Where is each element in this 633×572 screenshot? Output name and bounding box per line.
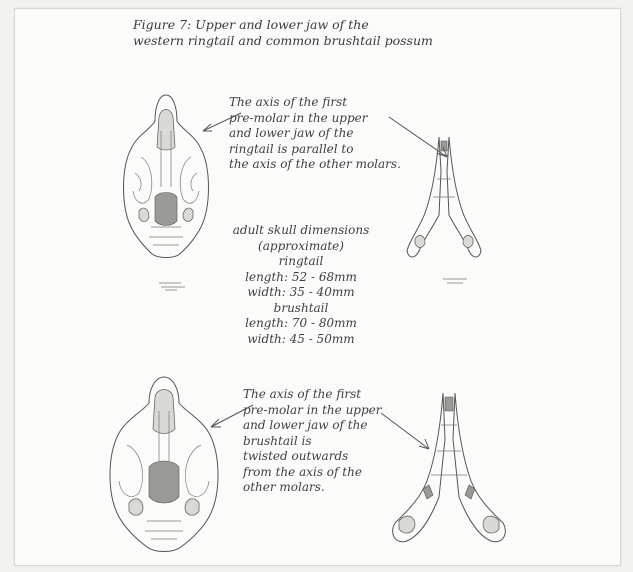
ringtail-note-line-1: The axis of the first: [229, 95, 401, 111]
dimensions-heading: adult skull dimensions: [211, 223, 391, 239]
brushtail-note-line-4: brushtail is: [243, 434, 382, 450]
brushtail-jaw-arrow: [377, 409, 437, 457]
figure-title-line-2: western ringtail and common brushtail po…: [133, 33, 533, 49]
skull-dimensions-block: adult skull dimensions (approximate) rin…: [211, 223, 391, 347]
brushtail-premolar-note: The axis of the first pre-molar in the u…: [243, 387, 382, 496]
ringtail-note-line-4: ringtail is parallel to: [229, 142, 401, 158]
dimensions-brushtail-label: brushtail: [211, 301, 391, 317]
ringtail-premolar-note: The axis of the first pre-molar in the u…: [229, 95, 401, 173]
document-page: Figure 7: Upper and lower jaw of the wes…: [14, 8, 621, 566]
ringtail-note-line-5: the axis of the other molars.: [229, 157, 401, 173]
brushtail-note-line-7: other molars.: [243, 480, 382, 496]
ringtail-note-line-3: and lower jaw of the: [229, 126, 401, 142]
brushtail-note-line-2: pre-molar in the upper: [243, 403, 382, 419]
figure-title-line-1: Figure 7: Upper and lower jaw of the: [133, 17, 533, 33]
ringtail-scale-mark: [157, 277, 189, 289]
brushtail-note-line-6: from the axis of the: [243, 465, 382, 481]
brushtail-skull-drawing: [99, 371, 229, 557]
brushtail-note-line-5: twisted outwards: [243, 449, 382, 465]
dimensions-ringtail-width: width: 35 - 40mm: [211, 285, 391, 301]
dimensions-ringtail-label: ringtail: [211, 254, 391, 270]
brushtail-note-line-1: The axis of the first: [243, 387, 382, 403]
figure-title: Figure 7: Upper and lower jaw of the wes…: [133, 17, 533, 49]
dimensions-approx: (approximate): [211, 239, 391, 255]
dimensions-ringtail-length: length: 52 - 68mm: [211, 270, 391, 286]
brushtail-note-line-3: and lower jaw of the: [243, 418, 382, 434]
ringtail-jaw-scale-mark: [441, 273, 473, 285]
ringtail-note-line-2: pre-molar in the upper: [229, 111, 401, 127]
dimensions-brushtail-width: width: 45 - 50mm: [211, 332, 391, 348]
dimensions-brushtail-length: length: 70 - 80mm: [211, 316, 391, 332]
